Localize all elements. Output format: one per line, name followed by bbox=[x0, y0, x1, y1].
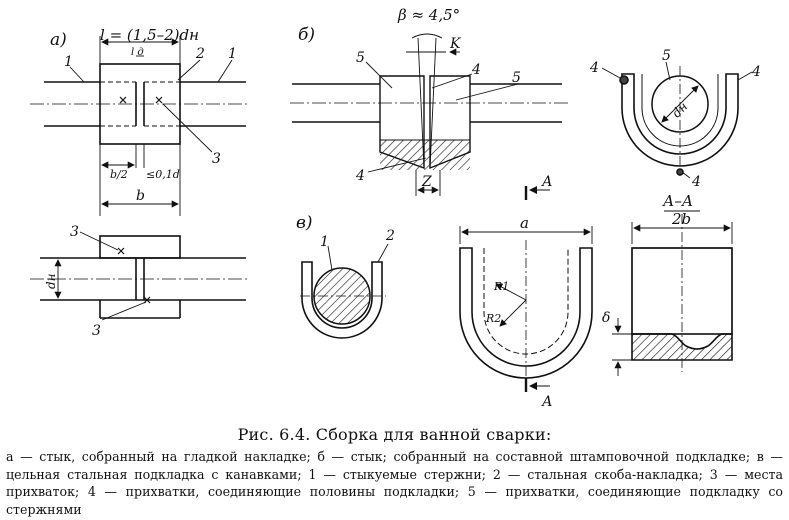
callout-4-section-right: 4 bbox=[751, 64, 761, 80]
dim-z-label: Z bbox=[421, 174, 432, 190]
drawing-canvas: а) l = (1, bbox=[30, 6, 761, 410]
dim-small-l-label: l д bbox=[131, 47, 144, 58]
callout-5-left: 5 bbox=[356, 50, 365, 66]
dim-r2-label: R2 bbox=[485, 312, 501, 325]
figure-caption: Рис. 6.4. Сборка для ванной сварки: bbox=[237, 425, 552, 444]
section-aa-labels: А–А 2b δ bbox=[602, 192, 693, 326]
callout-1-v: 1 bbox=[320, 234, 329, 250]
panel-b-side-labels: β ≈ 4,5° K 5 4 5 4 Z bbox=[355, 6, 521, 190]
callout-1-left: 1 bbox=[64, 54, 73, 70]
panel-a-top-labels: l = (1,5–2)dн l д 1 2 1 3 b/2 ≤0,1d b bbox=[64, 26, 237, 204]
dim-b-label: b bbox=[136, 188, 145, 204]
dim-k-label: K bbox=[449, 36, 462, 52]
panel-b-side: б) bbox=[290, 25, 568, 196]
panel-v-large bbox=[459, 186, 593, 392]
panel-b-section bbox=[601, 61, 753, 179]
callout-5-right: 5 bbox=[512, 70, 521, 86]
panel-v-large-labels: a R1 R2 А А bbox=[485, 174, 553, 410]
dim-dn-section: dн bbox=[669, 99, 690, 120]
callout-3-side-bottom: 3 bbox=[92, 323, 101, 339]
dim-b-half-label: b/2 bbox=[110, 168, 128, 181]
section-mark-top: А bbox=[541, 174, 553, 190]
callout-3-top: 3 bbox=[212, 151, 221, 167]
panel-a-side bbox=[30, 231, 250, 321]
dim-2b-label: 2b bbox=[671, 210, 691, 228]
callout-3-side-top: 3 bbox=[70, 224, 79, 240]
panel-v-small: в) bbox=[296, 213, 389, 339]
callout-4-section-left: 4 bbox=[589, 60, 599, 76]
callout-4-top: 4 bbox=[471, 62, 481, 78]
panel-b-letter: б) bbox=[298, 25, 315, 45]
dim-delta-label: δ bbox=[602, 310, 610, 326]
callout-4-section-bottom: 4 bbox=[691, 174, 701, 190]
panel-b-section-labels: 4 5 4 4 dн bbox=[589, 48, 761, 190]
technical-drawing: а) l = (1, bbox=[30, 6, 761, 410]
callout-1-right: 1 bbox=[228, 46, 237, 62]
callout-5-section: 5 bbox=[662, 48, 671, 64]
figure-legend: а — стык, собранный на гладкой накладке;… bbox=[6, 449, 783, 517]
panel-a-top: а) bbox=[30, 30, 250, 216]
dim-l-label: l = (1,5–2)dн bbox=[100, 26, 199, 44]
section-title: А–А bbox=[662, 192, 693, 210]
callout-4-bottom: 4 bbox=[355, 168, 365, 184]
panel-v-small-labels: 1 2 bbox=[320, 228, 395, 250]
dim-a-label: a bbox=[520, 214, 529, 232]
section-mark-bottom: А bbox=[541, 394, 553, 410]
dim-r1-label: R1 bbox=[493, 280, 509, 293]
callout-2: 2 bbox=[195, 46, 205, 62]
panel-a-letter: а) bbox=[50, 30, 67, 50]
dim-beta-label: β ≈ 4,5° bbox=[397, 6, 460, 24]
panel-v-letter: в) bbox=[296, 213, 313, 233]
dim-gap-label: ≤0,1d bbox=[146, 168, 180, 181]
callout-2-v: 2 bbox=[385, 228, 395, 244]
panel-a-side-labels: 3 3 dн bbox=[44, 224, 101, 339]
dim-dn-side: dн bbox=[44, 273, 58, 289]
section-aa bbox=[612, 210, 733, 376]
